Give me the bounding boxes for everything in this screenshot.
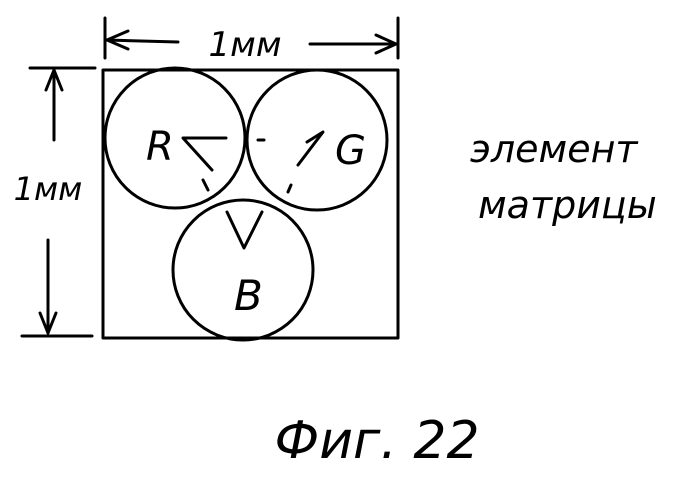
pointer-from-green	[298, 132, 323, 165]
pointer-dash-green	[288, 185, 291, 192]
blue-label: B	[234, 271, 263, 320]
width-dimension: 1мм	[105, 18, 398, 65]
figure-label: Фиг. 22	[274, 411, 479, 471]
red-label: R	[146, 124, 174, 170]
height-label: 1мм	[14, 170, 83, 208]
height-dimension: 1мм	[14, 68, 95, 336]
width-arrow-line-left	[107, 40, 178, 42]
pointer-from-blue	[227, 212, 262, 248]
green-label: G	[335, 128, 366, 174]
pointer-dash-red	[203, 180, 208, 190]
pointer-from-red	[183, 138, 226, 170]
caption-line-1: элемент	[470, 127, 639, 171]
caption-line-2: матрицы	[478, 183, 657, 227]
width-label: 1мм	[209, 25, 282, 65]
